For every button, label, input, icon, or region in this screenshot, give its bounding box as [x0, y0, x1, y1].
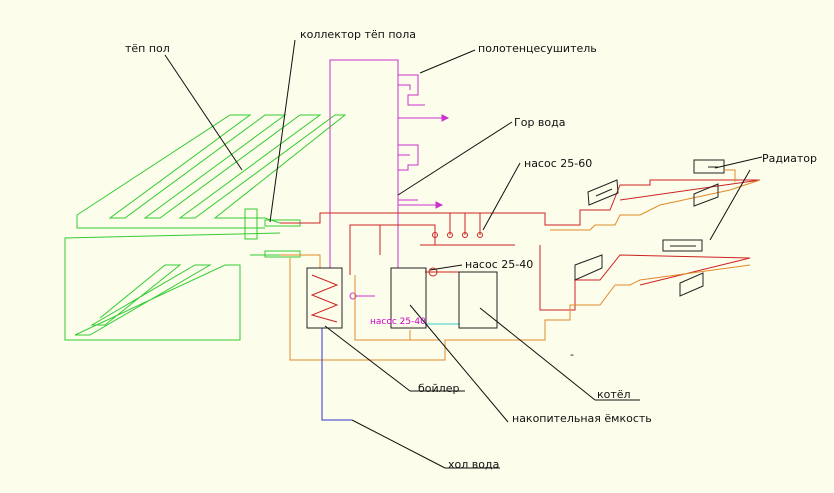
- kettle-unit: [458, 271, 498, 329]
- radiators: [574, 159, 725, 297]
- pump-25-40-top-icon: [425, 267, 462, 277]
- towel-dryer-outlets: [398, 114, 450, 209]
- storage-tank-unit: [390, 267, 427, 329]
- hot-water-riser: [329, 59, 425, 268]
- boiler-pump: [349, 292, 375, 300]
- cold-water-line: [321, 328, 352, 421]
- warm-floor-upper-loop: [76, 114, 347, 229]
- label-pump-25-40-small: насос 25-40: [370, 317, 426, 327]
- dash-mark: -: [570, 348, 574, 361]
- label-cold-water: хол вода: [448, 458, 499, 471]
- label-hot-water: Гор вода: [514, 116, 565, 129]
- supply-lines: [280, 179, 761, 311]
- label-pump-25-40-top: насос 25-40: [465, 258, 533, 271]
- pump-valves-25-60: [432, 232, 483, 238]
- label-warm-floor: тёп пол: [125, 42, 170, 55]
- return-lines: [280, 169, 761, 361]
- label-kettle: котёл: [597, 388, 631, 401]
- label-radiator: Радиатор: [762, 152, 817, 165]
- label-floor-collector: коллектор тёп пола: [300, 28, 416, 41]
- label-storage-tank: накопительная ёмкость: [512, 412, 652, 425]
- boiler-unit: [306, 267, 343, 329]
- label-towel-dryer: полотенцесушитель: [478, 42, 597, 55]
- label-boiler: бойлер: [418, 382, 459, 395]
- leader-lines: [164, 39, 763, 469]
- label-pump-25-60: насос 25-60: [524, 157, 592, 170]
